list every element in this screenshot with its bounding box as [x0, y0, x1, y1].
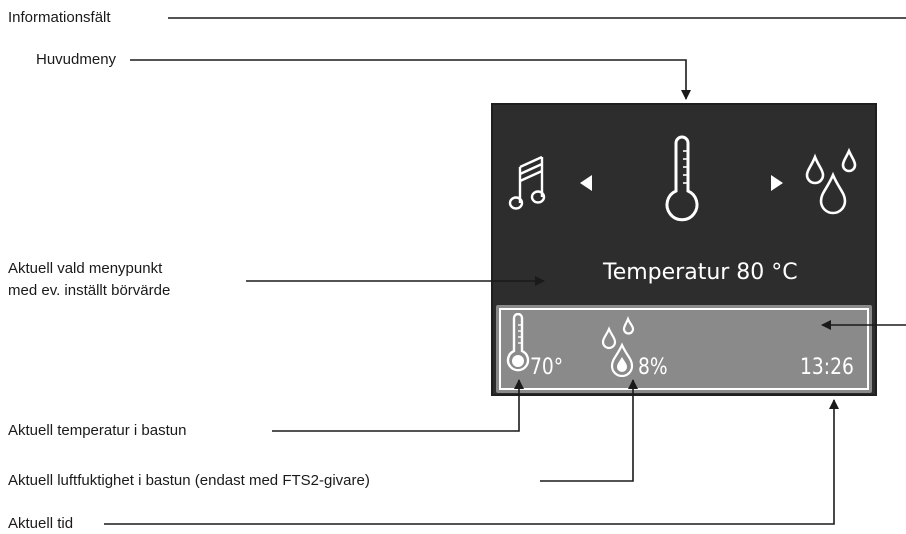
control-panel-display: Temperatur 80 °C 70° 8% 13:26 — [491, 103, 877, 396]
info-temperature-value: 70° — [530, 355, 564, 380]
leader-current-temperature — [272, 379, 524, 432]
info-time-value: 13:26 — [800, 355, 854, 380]
annotation-current-menu-item-line2: med ev. inställt börvärde — [8, 282, 171, 299]
music-note-icon[interactable] — [508, 153, 550, 215]
info-bar: 70° 8% 13:26 — [496, 305, 872, 393]
current-menu-item-label: Temperatur 80 °C — [603, 260, 798, 285]
annotation-info-bar: Informationsfält — [8, 9, 111, 26]
annotation-current-menu-item-line1: Aktuell vald menypunkt — [8, 260, 163, 277]
water-drops-icon[interactable] — [801, 145, 865, 217]
leader-main-menu — [130, 59, 691, 100]
annotation-current-temperature: Aktuell temperatur i bastun — [8, 422, 187, 439]
info-humidity-value: 8% — [638, 355, 668, 380]
triangle-left-icon[interactable] — [579, 174, 593, 192]
triangle-right-icon[interactable] — [770, 174, 784, 192]
thermometer-icon[interactable] — [663, 135, 701, 223]
info-bar-frame — [499, 308, 869, 390]
thermometer-small-icon — [506, 313, 530, 372]
leader-current-humidity — [540, 379, 638, 482]
annotation-current-humidity: Aktuell luftfuktighet i bastun (endast m… — [8, 472, 370, 489]
annotation-current-time: Aktuell tid — [8, 515, 74, 532]
humidity-drops-icon — [601, 316, 635, 377]
leader-current-time — [104, 399, 839, 525]
annotation-main-menu: Huvudmeny — [36, 51, 117, 68]
